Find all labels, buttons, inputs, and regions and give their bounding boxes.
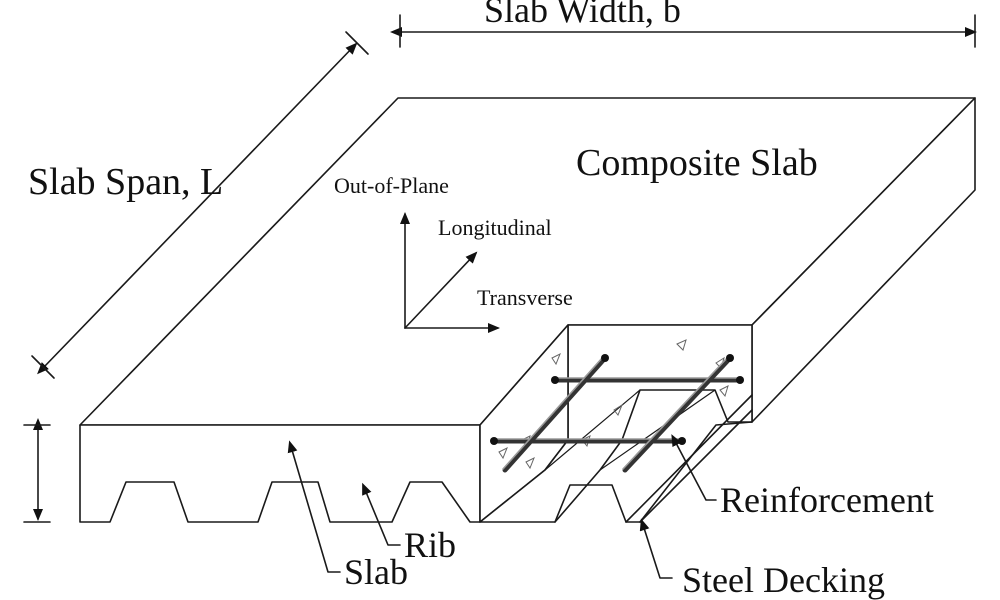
slab-span-dimension-line <box>37 42 358 375</box>
steel-decking-label: Steel Decking <box>682 560 885 600</box>
decking-inner-line-2 <box>544 389 641 471</box>
longitudinal-label: Longitudinal <box>438 215 552 240</box>
decking-edge-line <box>625 394 753 523</box>
rib-label: Rib <box>404 525 456 565</box>
transverse-label: Transverse <box>477 285 573 310</box>
slab-leader <box>287 440 341 573</box>
out-of-plane-label: Out-of-Plane <box>334 173 449 198</box>
reinforcement-label: Reinforcement <box>720 480 934 520</box>
slab-width-label: Slab Width, b <box>484 0 681 30</box>
steel-decking-leader <box>639 518 673 579</box>
slab-front-face <box>79 424 481 523</box>
decking-inner-line <box>599 389 716 471</box>
axis-longitudinal-arrow <box>404 251 478 329</box>
slab-label: Slab <box>344 552 408 592</box>
slab-span-tick-top <box>345 31 369 55</box>
reinforcement-leader <box>671 434 717 501</box>
slab-span-label: Slab Span, L <box>28 161 223 203</box>
rib-leader <box>362 482 401 546</box>
decking-bottom-line <box>639 409 753 523</box>
slab-span-tick-bottom <box>31 355 55 379</box>
composite-slab-label: Composite Slab <box>576 142 818 184</box>
